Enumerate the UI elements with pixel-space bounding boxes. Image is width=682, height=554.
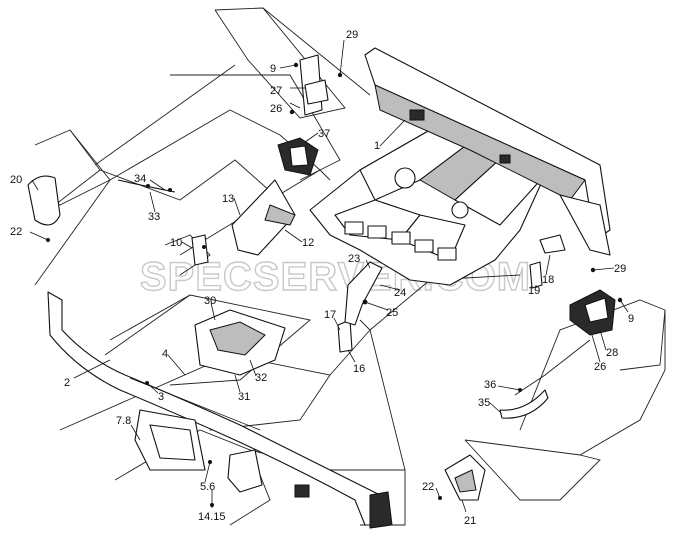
callout-1: 1 [374, 140, 380, 152]
callout-4: 4 [162, 348, 168, 360]
callout-26-right: 26 [594, 361, 606, 373]
callout-18: 18 [542, 274, 554, 286]
callout-9-right: 9 [628, 313, 634, 325]
callout-22-left: 22 [10, 226, 22, 238]
floor-pan-assembly [309, 47, 611, 286]
callout-12: 12 [302, 237, 314, 249]
callout-22-bottom: 22 [422, 481, 434, 493]
callout-34: 34 [134, 173, 146, 185]
callout-33: 33 [148, 211, 160, 223]
callout-21: 21 [464, 515, 476, 527]
callout-2: 2 [64, 377, 70, 389]
callout-7-8: 7.8 [116, 415, 131, 427]
callout-35: 35 [478, 397, 490, 409]
callout-27: 27 [270, 85, 282, 97]
callout-25: 25 [386, 307, 398, 319]
callout-13: 13 [222, 193, 234, 205]
callout-20: 20 [10, 174, 22, 186]
callout-37: 37 [318, 128, 330, 140]
callout-36: 36 [484, 379, 496, 391]
callout-labels: 1 2 3 4 5.6 7.8 9 9 10 12 13 14.15 16 17… [10, 29, 634, 527]
callout-10: 10 [170, 237, 182, 249]
callout-29-right: 29 [614, 263, 626, 275]
callout-32: 32 [255, 372, 267, 384]
callout-9-top: 9 [270, 63, 276, 75]
callout-24: 24 [394, 287, 406, 299]
callout-31: 31 [238, 391, 250, 403]
callout-29-top: 29 [346, 29, 358, 41]
callout-28: 28 [606, 347, 618, 359]
callout-30: 30 [204, 295, 216, 307]
callout-3: 3 [158, 391, 164, 403]
bracket-parts [27, 54, 616, 529]
leader-lines [29, 39, 629, 513]
callout-5-6: 5.6 [200, 481, 215, 493]
callout-14-15: 14.15 [198, 511, 226, 523]
callout-16: 16 [353, 363, 365, 375]
callout-26-top: 26 [270, 103, 282, 115]
callout-17: 17 [324, 309, 336, 321]
callout-23: 23 [348, 253, 360, 265]
callout-19: 19 [528, 285, 540, 297]
